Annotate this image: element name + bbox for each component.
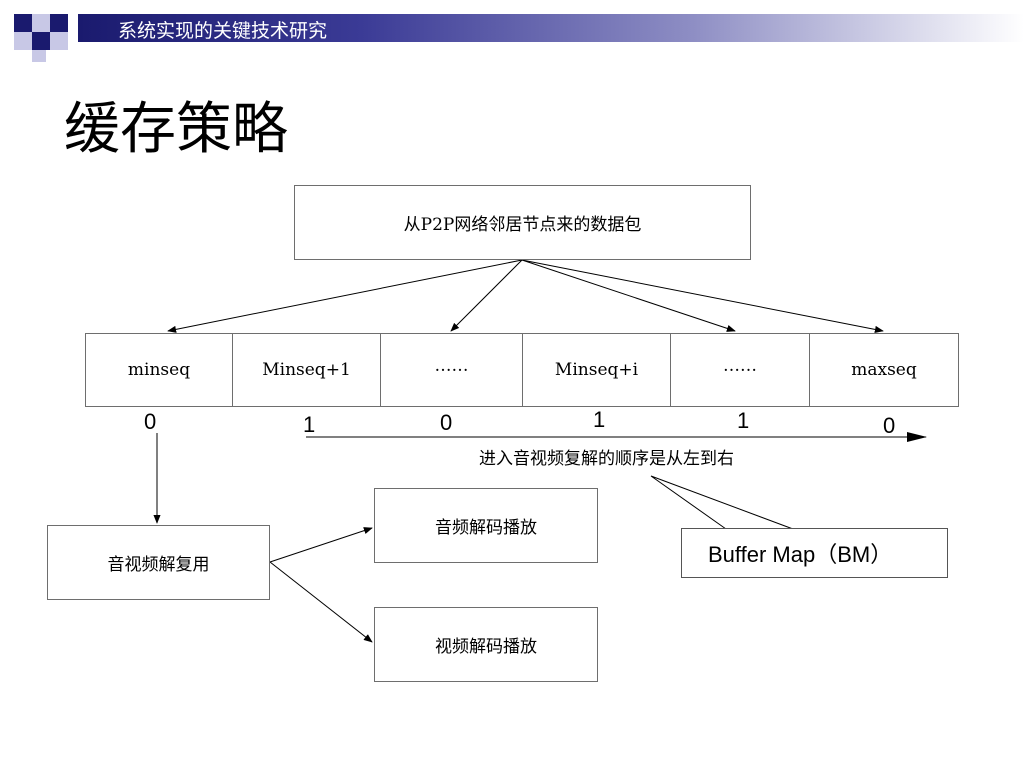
- buffer-cell-minseq-plus-1: Minseq+1: [232, 333, 381, 407]
- buffer-cell-minseq: minseq: [85, 333, 233, 407]
- demux-box: 音视频解复用: [47, 525, 270, 600]
- header-square-5: [32, 32, 50, 50]
- slide-title: 缓存策略: [64, 97, 288, 162]
- header-square-2: [32, 14, 50, 32]
- header-square-3: [50, 14, 68, 32]
- buffer-cell-maxseq: maxseq: [809, 333, 959, 407]
- arrow-source-to-ellipsis-1: [450, 259, 523, 332]
- buffer-cell-ellipsis-2: ……: [670, 333, 810, 407]
- bit-value: 0: [883, 413, 896, 438]
- callout-pointer: [650, 475, 794, 530]
- order-label: 进入音视频复解的顺序是从左到右: [479, 449, 734, 469]
- header-bar: [78, 14, 1024, 42]
- bit-value: 1: [593, 407, 606, 432]
- bit-value: 1: [737, 408, 750, 433]
- buffer-map-callout: Buffer Map（BM）: [681, 528, 948, 578]
- arrow-demux-to-audio: [269, 527, 373, 563]
- header-square-6: [50, 32, 68, 50]
- bit-value: 0: [144, 409, 157, 434]
- header-title: 系统实现的关键技术研究: [118, 20, 328, 42]
- buffer-cell-ellipsis-1: ……: [380, 333, 523, 407]
- arrow-source-to-minseq: [167, 259, 523, 333]
- header-square-7: [32, 50, 46, 62]
- audio-decode-box: 音频解码播放: [374, 488, 598, 563]
- header-square-4: [14, 32, 32, 50]
- arrow-demux-to-video: [269, 561, 373, 643]
- bit-value: 1: [303, 412, 316, 437]
- bit-value: 0: [440, 410, 453, 435]
- source-box: 从P2P网络邻居节点来的数据包: [294, 185, 751, 260]
- arrow-source-to-maxseq: [521, 259, 884, 333]
- video-decode-box: 视频解码播放: [374, 607, 598, 682]
- header-square-1: [14, 14, 32, 32]
- arrow-source-to-ellipsis-2: [521, 259, 736, 332]
- buffer-cell-minseq-plus-i: Minseq+i: [522, 333, 671, 407]
